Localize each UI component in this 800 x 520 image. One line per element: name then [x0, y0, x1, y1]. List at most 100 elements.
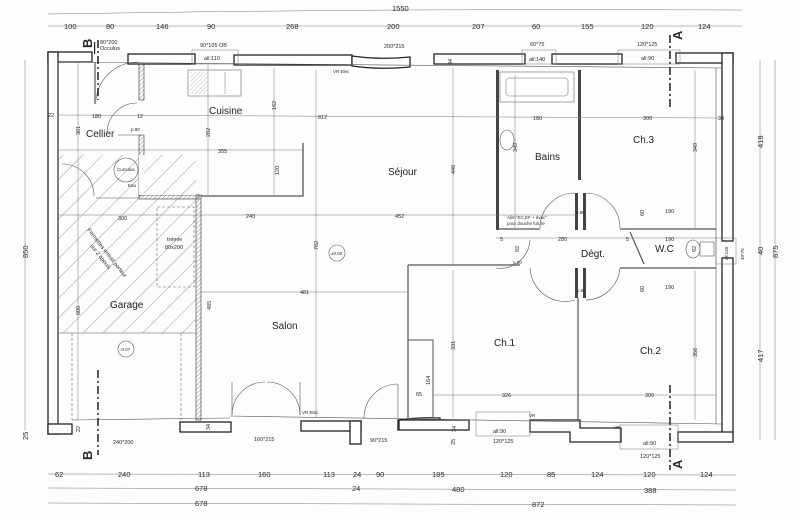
dim-label: 162 [272, 101, 278, 110]
dim-label: 34 [448, 59, 454, 65]
dim-label: 34 [452, 426, 458, 432]
entry-door-swing-icon [363, 383, 399, 419]
opening-vr-ch2: VR [614, 425, 621, 430]
opening-ch3-sill: all:90 [641, 56, 654, 62]
salon-door-right-icon [266, 381, 301, 416]
dim-top: 146 [156, 22, 169, 31]
dim-bottom-row2: 678 [195, 484, 208, 493]
dim-label: 300 [645, 393, 654, 399]
section-marker-b-top: B [80, 39, 95, 48]
dim-label: 190 [665, 285, 674, 291]
dim-bottom: 62 [55, 470, 63, 479]
dim-right-middle: 40 [756, 247, 765, 255]
dim-top: 207 [472, 22, 485, 31]
dim-bottom: 160 [258, 470, 271, 479]
dim-bottom: 185 [432, 470, 445, 479]
opening-salon-door: 160*215 [254, 437, 275, 443]
dim-label: 446 [451, 165, 457, 174]
dim-top: 124 [698, 22, 711, 31]
dim-top: 60 [532, 22, 540, 31]
dim-bottom: 24 [353, 470, 361, 479]
opening-bath-window: 60*75 [530, 42, 544, 48]
door-width-label: p.80 [513, 260, 522, 265]
dim-label: 190 [665, 237, 674, 243]
section-marker-b-bottom: B [80, 451, 95, 460]
dim-label: 120 [275, 166, 281, 175]
dim-label: 812 [318, 115, 327, 121]
interior-dimension-labels: 22 180 12 301 282 162 812 355 120 300 24… [48, 59, 724, 445]
opening-occulus-size: 80*200 [100, 40, 117, 46]
section-markers: B B A A [80, 30, 685, 470]
dim-bottom: 120 [500, 470, 513, 479]
dim-label: 65 [416, 392, 422, 398]
dim-label: 34 [718, 116, 724, 122]
bottom-dimension-chain: 62 240 113 160 113 24 90 185 120 85 124 … [47, 470, 737, 509]
salon-door-left-icon [231, 381, 266, 416]
degt-door-swing-icon [495, 239, 531, 269]
annotation-bath-note: Alim°EC,EF + évac° [507, 215, 547, 220]
dim-label: 22 [48, 113, 54, 119]
dim-label: 326 [502, 393, 511, 399]
ch1-door-swing-icon [529, 267, 576, 302]
opening-vr-elec: VR Elec [333, 69, 350, 74]
dim-label: 349 [693, 143, 699, 152]
opening-ch3-window: 120*125 [637, 42, 658, 48]
room-labels: Cellier Cuisine Séjour Salon Garage Bain… [86, 106, 674, 357]
dim-label: 12 [137, 114, 143, 120]
dim-label: 180 [92, 114, 101, 120]
dim-bottom: 113 [323, 470, 335, 479]
dim-label: 5 [626, 237, 629, 243]
annotation-tremie: trémie [167, 237, 182, 243]
dim-label: 180 [533, 116, 542, 122]
dim-label: 485 [207, 301, 213, 310]
opening-garage-door: 240*200 [113, 440, 134, 446]
washbasin-icon [499, 129, 515, 151]
dim-overall-top: 1550 [392, 4, 409, 13]
opening-ch1-sill: all:90 [493, 429, 506, 435]
cuisine-door-swing-icon [106, 102, 138, 134]
dim-bottom-row2: 24 [352, 484, 360, 493]
dim-bottom: 124 [591, 470, 604, 479]
annotation-bath-note-2: pour douche future [507, 221, 545, 226]
dim-top: 268 [286, 22, 299, 31]
dim-top: 100 [64, 22, 77, 31]
dim-right-upper: 418 [756, 135, 765, 148]
dim-label: 60 [640, 210, 646, 216]
dim-bottom-row3: 872 [532, 500, 545, 509]
dim-label: 240 [246, 214, 255, 220]
dim-bottom-row3: 678 [195, 499, 208, 508]
dim-label: 60 [640, 286, 646, 292]
doors [61, 61, 621, 419]
side-dimensions: 850 25 418 40 417 875 [21, 135, 780, 440]
dim-top: 200 [387, 22, 400, 31]
dim-left-bottom: 25 [21, 432, 30, 440]
bathtub-icon [499, 71, 575, 103]
opening-bath-sill: all:140 [529, 57, 545, 63]
door-width-label: p.80 [131, 127, 140, 132]
door-width-label: p.80 [576, 210, 585, 215]
opening-occulus-label: Occulus [100, 46, 120, 52]
opening-kitchen-sill: all:110 [204, 56, 220, 62]
dim-label: 5 [500, 237, 503, 243]
opening-labels: 80*200 Occulus 90*105 OB all:110 200*215… [94, 40, 745, 460]
dim-bottom: 90 [376, 470, 384, 479]
dim-bottom: 240 [118, 470, 131, 479]
section-marker-a-bottom: A [670, 459, 685, 469]
room-label-degt: Dégt. [581, 249, 605, 260]
cellier-door-swing-icon [95, 61, 139, 101]
dim-label: 349 [513, 143, 519, 152]
room-label-ch3: Ch.3 [633, 135, 655, 146]
top-dimension-chain: 1550 100 80 146 90 268 200 207 60 155 12… [47, 4, 743, 31]
dim-label: 22 [76, 426, 82, 432]
dim-bottom: 124 [700, 470, 713, 479]
room-label-salon: Salon [272, 321, 298, 332]
dim-label: 331 [451, 341, 457, 350]
opening-ch2-sill: all:90 [643, 441, 656, 447]
garage-door-swing-icon [61, 163, 95, 197]
room-label-sejour: Séjour [388, 167, 418, 178]
dim-bottom: 85 [547, 470, 555, 479]
door-width-label: p.80 [577, 288, 586, 293]
opening-vr-ch1: VR [529, 413, 536, 418]
dim-label: 782 [314, 241, 320, 250]
